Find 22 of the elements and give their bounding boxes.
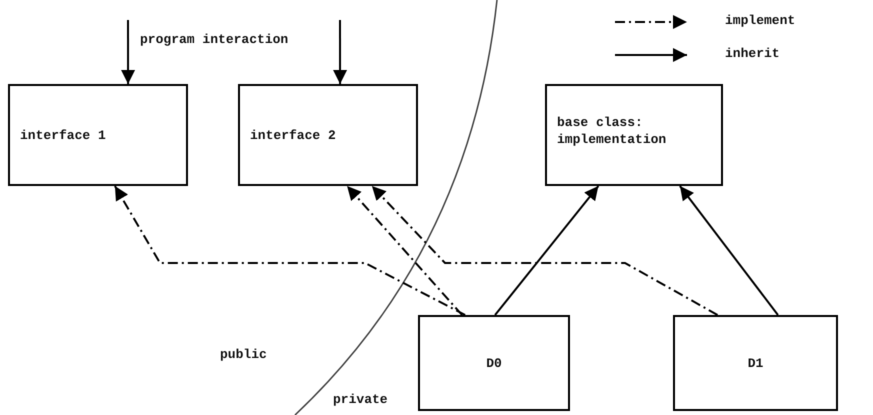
- region-label: private: [333, 392, 388, 407]
- class-box: [545, 84, 723, 186]
- arrow: [494, 185, 600, 316]
- arrow: [679, 185, 779, 316]
- class-name: interface 2: [250, 126, 336, 144]
- class-box: [8, 84, 188, 186]
- region-label: public: [220, 347, 267, 362]
- legend-label: inherit: [725, 46, 780, 61]
- arrow: [333, 20, 348, 84]
- dashed-arrow: [114, 186, 466, 316]
- class-name: base class: implementation: [557, 114, 668, 148]
- annotation-text: program interaction: [140, 32, 288, 47]
- class-name: D1: [748, 354, 764, 372]
- class-name: D0: [486, 354, 502, 372]
- class-box: [418, 315, 570, 411]
- class-box: [673, 315, 838, 411]
- arrow: [121, 20, 136, 84]
- dashed-arrow: [371, 185, 718, 316]
- class-box: [238, 84, 418, 186]
- legend-label: implement: [725, 13, 796, 28]
- dashed-arrow: [346, 185, 463, 316]
- class-name: interface 1: [20, 126, 106, 144]
